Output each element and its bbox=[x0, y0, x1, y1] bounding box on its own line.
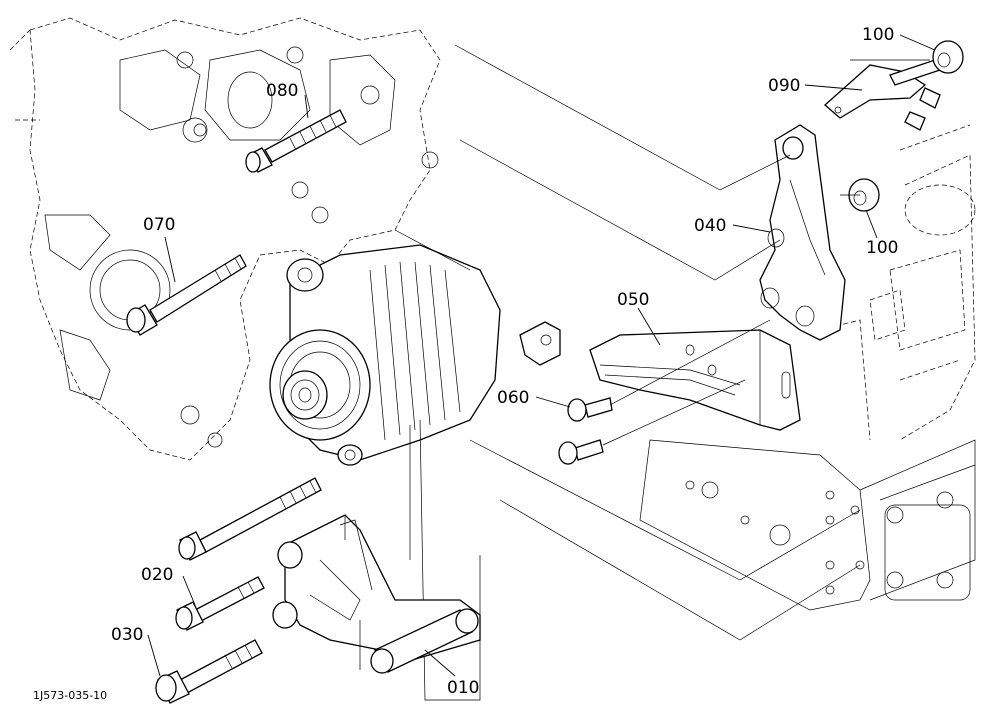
bolt-030 bbox=[155, 639, 263, 704]
callout-030: 030 bbox=[111, 625, 143, 645]
bolt-060-lower bbox=[558, 439, 604, 465]
callout-080: 080 bbox=[266, 81, 298, 101]
drawing-code: 1J573-035-10 bbox=[33, 689, 107, 702]
callout-050: 050 bbox=[617, 290, 649, 310]
nut-100-upper bbox=[932, 40, 964, 74]
callout-010: 010 bbox=[447, 678, 479, 698]
exploded-view-lines bbox=[359, 44, 930, 670]
bolt-020 bbox=[175, 576, 265, 631]
callout-090: 090 bbox=[768, 76, 800, 96]
callout-leaders bbox=[147, 34, 936, 677]
callout-020: 020 bbox=[141, 565, 173, 585]
bracket-040 bbox=[759, 124, 846, 341]
alternator-bracket-010 bbox=[272, 514, 481, 674]
bolt-070 bbox=[126, 254, 247, 336]
alternator bbox=[269, 244, 501, 701]
callout-100-upper: 100 bbox=[862, 25, 894, 45]
long-bolt bbox=[178, 477, 322, 561]
callout-labels: 100 090 080 070 040 100 050 060 020 030 … bbox=[111, 25, 898, 698]
callout-040: 040 bbox=[694, 216, 726, 236]
bolt-080 bbox=[245, 109, 347, 173]
engine-block bbox=[9, 17, 441, 461]
callout-100-lower: 100 bbox=[866, 238, 898, 258]
alternator-terminal-bracket bbox=[519, 321, 561, 366]
bolt-060-upper bbox=[567, 397, 613, 422]
callout-060: 060 bbox=[497, 388, 529, 408]
callout-070: 070 bbox=[143, 215, 175, 235]
engine-crankcase bbox=[639, 124, 976, 611]
bracket-050 bbox=[589, 329, 801, 431]
